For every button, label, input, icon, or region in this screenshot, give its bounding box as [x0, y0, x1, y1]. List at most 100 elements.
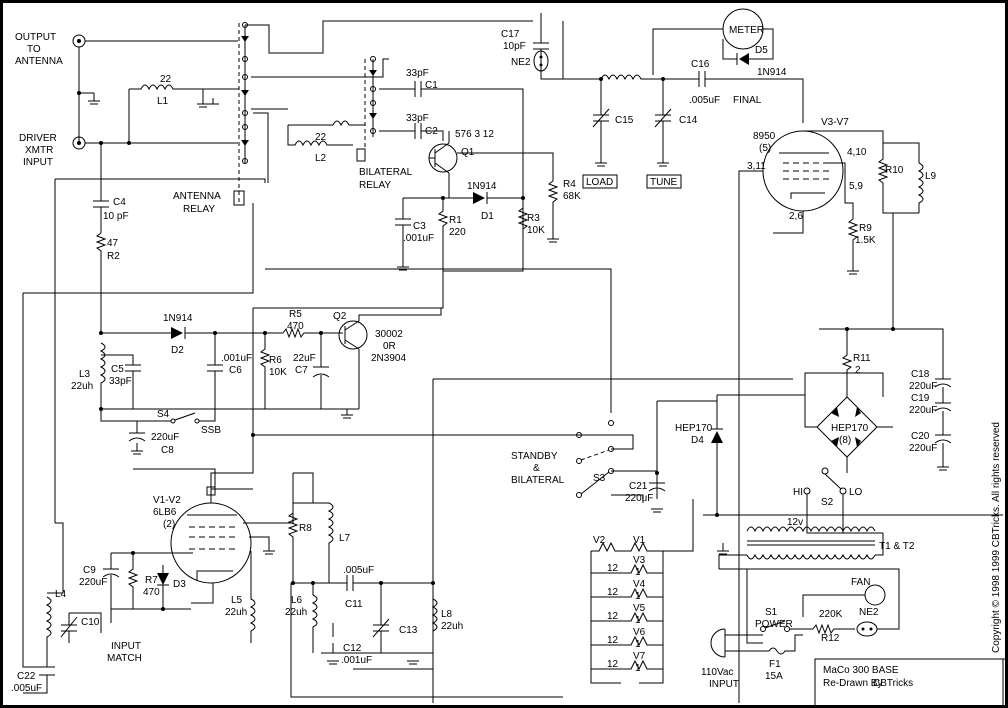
- svg-text:1N914: 1N914: [163, 313, 193, 324]
- svg-text:V1: V1: [633, 535, 646, 546]
- svg-text:FAN: FAN: [851, 577, 870, 588]
- heater-volts: 12: [607, 587, 619, 598]
- heater-volts: 12: [607, 659, 619, 670]
- svg-text:220uF: 220uF: [909, 405, 937, 416]
- svg-text:NE2: NE2: [859, 607, 879, 618]
- svg-text:.005uF: .005uF: [689, 95, 720, 106]
- switch-s3: STANDBY & BILATERAL S3: [511, 420, 614, 498]
- capacitor-c6: .001uF C6: [207, 333, 252, 409]
- svg-text:LO: LO: [849, 487, 863, 498]
- inductor-l4: L4: [45, 589, 67, 663]
- svg-text:L4: L4: [55, 589, 67, 600]
- heater-volts: 12: [607, 611, 619, 622]
- svg-text:METER: METER: [729, 25, 764, 36]
- svg-text:S3: S3: [593, 473, 606, 484]
- inductor-l8: L8 22uh: [431, 583, 463, 653]
- svg-text:C6: C6: [229, 365, 242, 376]
- resistor-r2: 47 R2: [95, 232, 120, 333]
- load-label: LOAD: [586, 177, 613, 188]
- svg-text:R3: R3: [527, 213, 540, 224]
- diode-d4: HEP170 D4: [675, 395, 723, 515]
- heater-count: 1: [635, 663, 641, 674]
- bridge-rectifier: HEP170 (8): [816, 396, 878, 458]
- resistor-r10: R10: [877, 143, 919, 214]
- transformer-t1-t2: 12v T1 & T2: [746, 517, 915, 560]
- svg-text:R4: R4: [563, 179, 576, 190]
- svg-text:T1 & T2: T1 & T2: [879, 541, 915, 552]
- capacitor-c20: C20 220uF: [909, 411, 952, 454]
- capacitor-c4: C4 10 pF: [93, 143, 129, 233]
- svg-text:C7: C7: [295, 365, 308, 376]
- svg-text:470: 470: [143, 587, 160, 598]
- svg-text:V1-V2: V1-V2: [153, 495, 181, 506]
- resistor-r7: R7 470: [127, 553, 160, 609]
- svg-text:C9: C9: [83, 565, 96, 576]
- svg-text:INPUT: INPUT: [23, 157, 53, 168]
- svg-text:33pF: 33pF: [406, 68, 429, 79]
- svg-text:33pF: 33pF: [406, 113, 429, 124]
- svg-text:10K: 10K: [527, 225, 545, 236]
- capacitor-c11: .005uF C11: [313, 565, 433, 610]
- svg-text:L8: L8: [441, 609, 453, 620]
- capacitor-c13: C13: [372, 583, 418, 653]
- copyright-text: Copyright © 1998 1999 CBTricks. All righ…: [991, 422, 1002, 653]
- svg-text:220K: 220K: [819, 609, 843, 620]
- svg-text:D2: D2: [171, 345, 184, 356]
- driver-tube: V1-V2 6LB6 (2): [153, 486, 252, 584]
- svg-text:C13: C13: [399, 625, 418, 636]
- schematic-diagram: OUTPUT TO ANTENNA DRIVER XMTR INPUT 22 L…: [11, 8, 1005, 705]
- capacitor-c2: 33pF C2: [379, 113, 444, 141]
- heater-count: 1: [635, 567, 641, 578]
- neon-ne2-power: NE2: [856, 607, 879, 637]
- svg-text:30002: 30002: [375, 329, 403, 340]
- svg-text:L3: L3: [79, 369, 91, 380]
- svg-text:220uF: 220uF: [909, 443, 937, 454]
- svg-text:C1: C1: [425, 80, 438, 91]
- svg-text:R5: R5: [289, 309, 302, 320]
- svg-text:6LB6: 6LB6: [153, 507, 177, 518]
- svg-text:C5: C5: [111, 364, 124, 375]
- svg-text:C8: C8: [161, 445, 174, 456]
- heater-count: 1: [635, 591, 641, 602]
- inductor-l5: L5 22uh: [225, 583, 256, 643]
- svg-text:INPUT: INPUT: [709, 679, 739, 690]
- svg-text:L6: L6: [291, 595, 303, 606]
- svg-text:C14: C14: [679, 115, 698, 126]
- svg-text:220: 220: [449, 227, 466, 238]
- svg-text:1.5K: 1.5K: [855, 235, 876, 246]
- heater-tube: V3: [633, 555, 646, 566]
- svg-text:C12: C12: [343, 643, 362, 654]
- svg-text:22: 22: [160, 74, 172, 85]
- transistor-q1: 576 3 12 Q1: [428, 129, 494, 174]
- transistor-q2: Q2 30002 0R 2N3904: [333, 311, 406, 364]
- resistor-r9: R9 1.5K: [847, 218, 876, 265]
- heater-volts: 12: [607, 635, 619, 646]
- svg-text:HI: HI: [793, 487, 803, 498]
- input-match-label: INPUT: [111, 641, 141, 652]
- svg-text:STANDBY: STANDBY: [511, 451, 558, 462]
- svg-text:&: &: [533, 463, 540, 474]
- svg-text:Q2: Q2: [333, 311, 347, 322]
- capacitor-c14: C14: [654, 79, 698, 163]
- svg-text:22uh: 22uh: [285, 607, 307, 618]
- svg-text:C18: C18: [911, 369, 930, 380]
- svg-text:L9: L9: [925, 171, 937, 182]
- svg-text:C2: C2: [425, 126, 438, 137]
- svg-text:C19: C19: [911, 393, 930, 404]
- svg-text:22uh: 22uh: [225, 607, 247, 618]
- inductor-l7: L7: [293, 502, 351, 584]
- meter: METER: [722, 8, 764, 50]
- svg-text:FINAL: FINAL: [733, 95, 762, 106]
- input-match-label: MATCH: [107, 653, 142, 664]
- antenna-relay: ANTENNA RELAY: [173, 22, 249, 215]
- svg-text:ANTENNA: ANTENNA: [15, 56, 63, 67]
- load-label-box: [582, 174, 618, 189]
- svg-text:DRIVER: DRIVER: [19, 133, 57, 144]
- heater-tube: V4: [633, 579, 646, 590]
- svg-text:ANTENNA: ANTENNA: [173, 191, 221, 202]
- svg-text:10 pF: 10 pF: [103, 211, 129, 222]
- svg-text:S2: S2: [821, 497, 834, 508]
- switch-s4: S4 SSB: [100, 409, 221, 436]
- output-connector: OUTPUT TO ANTENNA: [15, 32, 86, 67]
- capacitor-c1: 33pF C1: [389, 68, 524, 261]
